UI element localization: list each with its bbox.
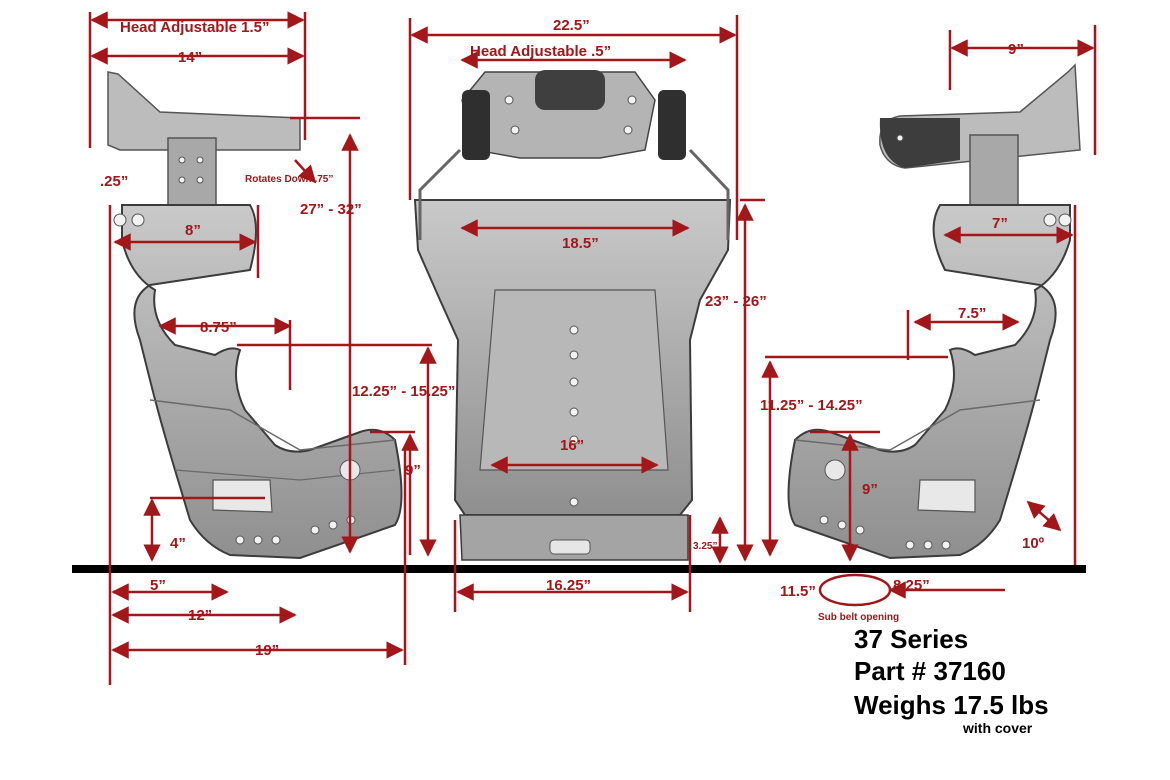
dimension-labels: Head Adjustable 1.5” 14” 22.5” Head Adju… <box>100 17 1045 659</box>
seat-side-view-right <box>787 63 1081 560</box>
label-dim-9-right: 9” <box>862 481 878 498</box>
label-height-27-32: 27” - 32” <box>300 201 362 218</box>
label-dim-7-5: 7.5” <box>958 305 986 322</box>
label-dim-12: 12” <box>188 607 212 624</box>
label-dim-11-5: 11.5” <box>780 583 816 600</box>
label-dim-8-25: 8.25” <box>893 577 930 594</box>
label-angle-10: 10º <box>1022 535 1045 552</box>
label-dim-8: 8” <box>185 222 201 239</box>
product-weight-note: with cover <box>963 720 1033 736</box>
label-dim-5: 5” <box>150 577 166 594</box>
seat-front-view <box>413 70 732 561</box>
label-sub-belt-opening: Sub belt opening <box>818 612 899 623</box>
seat-side-view-left <box>107 71 403 560</box>
label-width-16: 16” <box>560 437 584 454</box>
label-dim-4: 4” <box>170 535 186 552</box>
label-dim-19: 19” <box>255 642 279 659</box>
product-part-number: Part # 37160 <box>854 656 1006 686</box>
ground-line <box>72 565 1086 573</box>
dimension-lines <box>88 11 1097 685</box>
label-dim-3-25: 3.25” <box>693 541 717 552</box>
label-width-16-25: 16.25” <box>546 577 591 594</box>
label-width-9: 9” <box>1008 41 1024 58</box>
label-height-11-25-14-25: 11.25” - 14.25” <box>760 397 863 414</box>
label-head-adjustable-front: Head Adjustable .5” <box>470 43 611 60</box>
label-height-12-25-15-25: 12.25” - 15.25” <box>352 383 455 400</box>
label-rotates-down: Rotates Down .75” <box>245 174 333 185</box>
sub-belt-opening-oval <box>818 573 892 607</box>
label-head-adjustable-side: Head Adjustable 1.5” <box>120 19 270 36</box>
product-series: 37 Series <box>854 624 969 654</box>
label-height-23-26: 23” - 26” <box>705 293 767 310</box>
label-width-18-5: 18.5” <box>562 235 599 252</box>
label-dim-25: .25” <box>100 173 128 190</box>
label-dim-9-left: 9” <box>405 462 421 479</box>
product-weight: Weighs 17.5 lbs <box>854 690 1049 720</box>
label-width-14: 14” <box>178 49 202 66</box>
label-dim-7: 7” <box>992 215 1008 232</box>
label-width-22-5: 22.5” <box>553 17 590 34</box>
label-dim-8-75: 8.75” <box>200 319 237 336</box>
